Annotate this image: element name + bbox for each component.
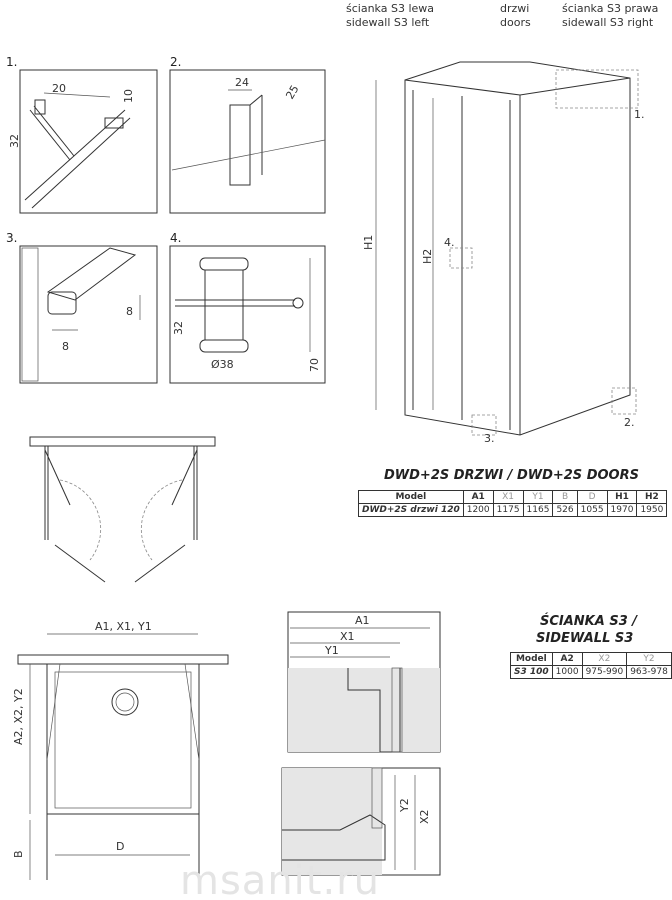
header-cell: H2 xyxy=(636,490,668,504)
doors-label-en: doors xyxy=(500,16,531,29)
cell: 1950 xyxy=(636,503,668,517)
header-cell: Model xyxy=(358,490,464,504)
dimension-label: Ø38 xyxy=(211,358,234,371)
header-cell: Y1 xyxy=(522,490,554,504)
dimension-label: 8 xyxy=(62,340,69,353)
header-cell: D xyxy=(576,490,608,504)
header-cell: Y2 xyxy=(626,652,672,666)
wall-spec-table: Model A2 X2 Y2 S3 100 1000 975-990 963-9… xyxy=(510,652,672,679)
header-cell: A1 xyxy=(462,490,494,504)
dimension-label: 70 xyxy=(308,358,321,372)
right-wall-label-en: sidewall S3 right xyxy=(562,16,654,29)
table-header-row: Model A2 X2 Y2 xyxy=(510,652,672,666)
callout-2: 2. xyxy=(624,416,635,429)
b-label: B xyxy=(12,850,25,858)
dimension-label: 20 xyxy=(52,82,66,95)
dimension-label: 8 xyxy=(126,305,133,318)
door-swing-plan xyxy=(29,436,216,583)
detail-3: 3. 8 8 xyxy=(6,231,158,384)
detail-1: 1. 20 10 32 xyxy=(6,55,158,214)
cell: 1000 xyxy=(551,665,583,679)
left-wall-label: ścianka S3 lewa xyxy=(346,2,434,15)
dimension-label: 32 xyxy=(172,321,185,335)
cell: 1055 xyxy=(576,503,608,517)
dimension-label: 24 xyxy=(235,76,249,89)
section-x2-label: X2 xyxy=(418,809,431,824)
cell: S3 100 xyxy=(510,665,553,679)
h2-label: H2 xyxy=(421,249,434,264)
detail-label: 1. xyxy=(6,55,17,69)
table-row: DWD+2S drzwi 120 1200 1175 1165 526 1055… xyxy=(358,503,668,517)
detail-label: 4. xyxy=(170,231,181,245)
detail-4: 4. 32 Ø38 70 xyxy=(169,231,326,384)
cell: 1165 xyxy=(522,503,554,517)
detail-label: 3. xyxy=(6,231,17,245)
watermark: msanit.ru xyxy=(180,858,380,900)
cell: 1970 xyxy=(606,503,638,517)
header-cell: H1 xyxy=(606,490,638,504)
table-row: S3 100 1000 975-990 963-978 xyxy=(510,665,672,679)
section-y1-label: Y1 xyxy=(324,644,339,657)
doors-spec-table: Model A1 X1 Y1 B D H1 H2 DWD+2S drzwi 12… xyxy=(358,490,668,517)
callout-4: 4. xyxy=(444,236,455,249)
callout-3: 3. xyxy=(484,432,495,445)
header-cell: A2 xyxy=(551,652,583,666)
header-cell: X1 xyxy=(492,490,524,504)
section-a1-label: A1 xyxy=(355,614,370,627)
section-y2-label: Y2 xyxy=(398,798,411,813)
dimension-label: 32 xyxy=(8,134,21,148)
section-details: A1 X1 Y1 Y2 X2 xyxy=(281,611,441,876)
left-wall-label-en: sidewall S3 left xyxy=(346,16,430,29)
wall-table-title-en: SIDEWALL S3 xyxy=(536,631,634,646)
dimension-label: 10 xyxy=(122,89,135,103)
cell: DWD+2S drzwi 120 xyxy=(358,503,464,517)
cell: 975-990 xyxy=(581,665,628,679)
right-wall-label: ścianka S3 prawa xyxy=(562,2,658,15)
detail-2: 2. 24 25 xyxy=(169,55,326,214)
cell: 1200 xyxy=(462,503,494,517)
cell: 1175 xyxy=(492,503,524,517)
d-label: D xyxy=(116,840,124,853)
doors-table-title: DWD+2S DRZWI / DWD+2S DOORS xyxy=(384,468,639,483)
cell: 526 xyxy=(552,503,578,517)
a1-x1-y1-label: A1, X1, Y1 xyxy=(95,620,152,633)
header-cell: X2 xyxy=(581,652,628,666)
header-cell: B xyxy=(552,490,578,504)
main-3d-view: ścianka S3 lewa sidewall S3 left drzwi d… xyxy=(346,2,658,445)
floor-plan: A1, X1, Y1 D A2, X2, Y2 B xyxy=(12,620,229,880)
cell: 963-978 xyxy=(626,665,672,679)
callout-1: 1. xyxy=(634,108,645,121)
section-x1-label: X1 xyxy=(340,630,355,643)
doors-label: drzwi xyxy=(500,2,529,15)
detail-label: 2. xyxy=(170,55,181,69)
a2-x2-y2-label: A2, X2, Y2 xyxy=(12,688,25,745)
table-header-row: Model A1 X1 Y1 B D H1 H2 xyxy=(358,490,668,504)
header-cell: Model xyxy=(510,652,553,666)
wall-table-title: ŚCIANKA S3 / xyxy=(540,614,638,629)
dimension-label: 25 xyxy=(283,83,301,102)
h1-label: H1 xyxy=(362,235,375,250)
